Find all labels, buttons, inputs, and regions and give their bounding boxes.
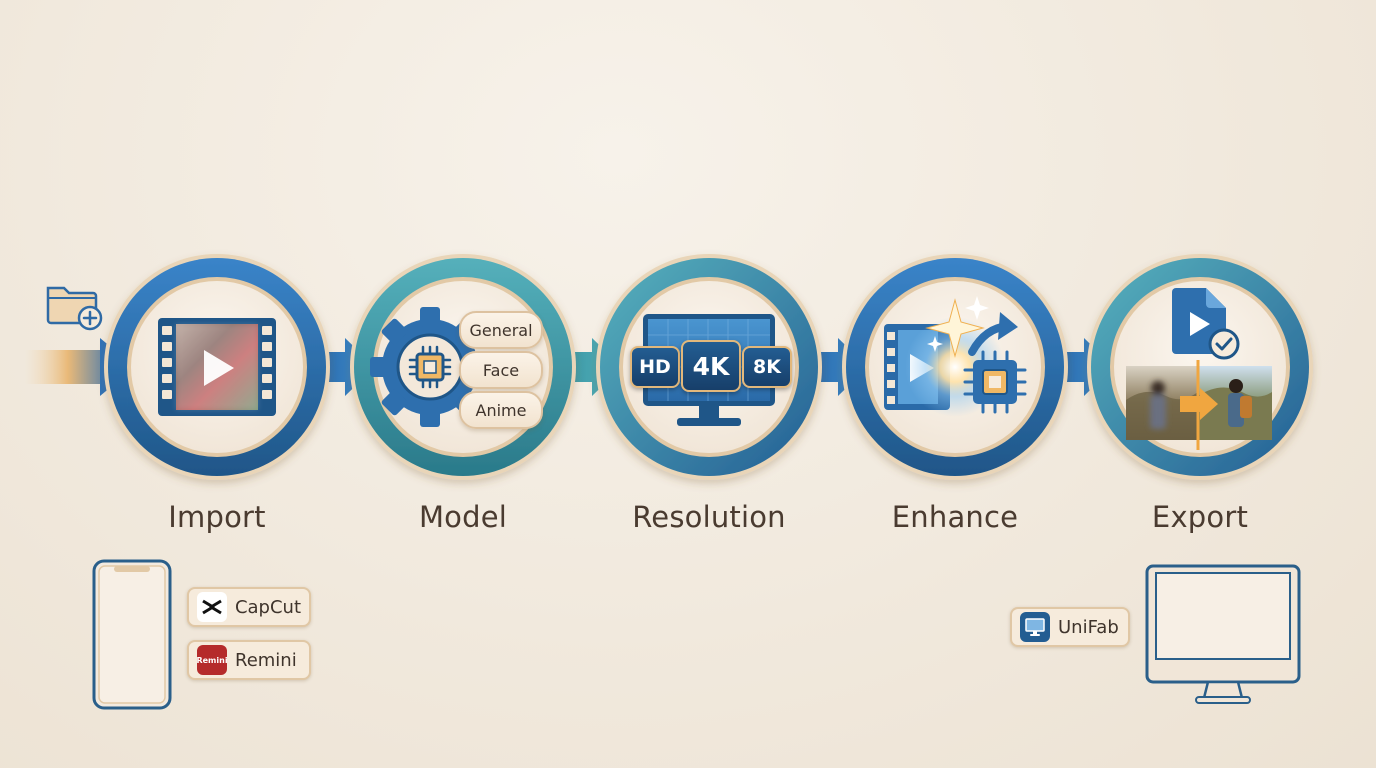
step-label-import: Import (168, 500, 266, 534)
resolution-option-hd[interactable]: HD (630, 346, 680, 388)
remini-icon: Remini (196, 645, 228, 675)
model-option-anime[interactable]: Anime (459, 391, 543, 429)
app-chip-remini[interactable]: Remini Remini (187, 640, 311, 680)
connector-arrow-4 (1058, 338, 1114, 396)
before-after-photo (1126, 360, 1272, 450)
connector-arrow-3 (812, 338, 868, 396)
step-label-model: Model (418, 500, 508, 534)
film-strip-icon (158, 318, 276, 416)
model-option-face[interactable]: Face (459, 351, 543, 389)
monitor-icon (1020, 612, 1050, 642)
folder-add-icon (46, 286, 103, 331)
app-chip-capcut[interactable]: CapCut (187, 587, 311, 627)
model-option-general[interactable]: General (459, 311, 543, 349)
capcut-icon (197, 592, 227, 622)
step-label-enhance: Enhance (891, 500, 1019, 534)
app-chip-label: Remini (235, 649, 297, 671)
connector-arrow-1 (318, 338, 375, 396)
step-label-export: Export (1151, 500, 1249, 534)
connector-arrow-2 (566, 338, 622, 396)
app-chip-unifab[interactable]: UniFab (1010, 607, 1130, 647)
step-label-resolution: Resolution (632, 500, 786, 534)
desktop-monitor-device (1145, 564, 1301, 704)
video-file-check-icon (1172, 288, 1240, 360)
resolution-option-4k[interactable]: 4K (681, 340, 741, 392)
app-chip-label: CapCut (234, 596, 301, 618)
resolution-option-8k[interactable]: 8K (742, 346, 792, 388)
app-chip-label: UniFab (1058, 616, 1119, 638)
processor-chip-icon (963, 350, 1027, 414)
smartphone-device (92, 559, 172, 710)
upgrade-arrow-icon (968, 312, 1018, 356)
